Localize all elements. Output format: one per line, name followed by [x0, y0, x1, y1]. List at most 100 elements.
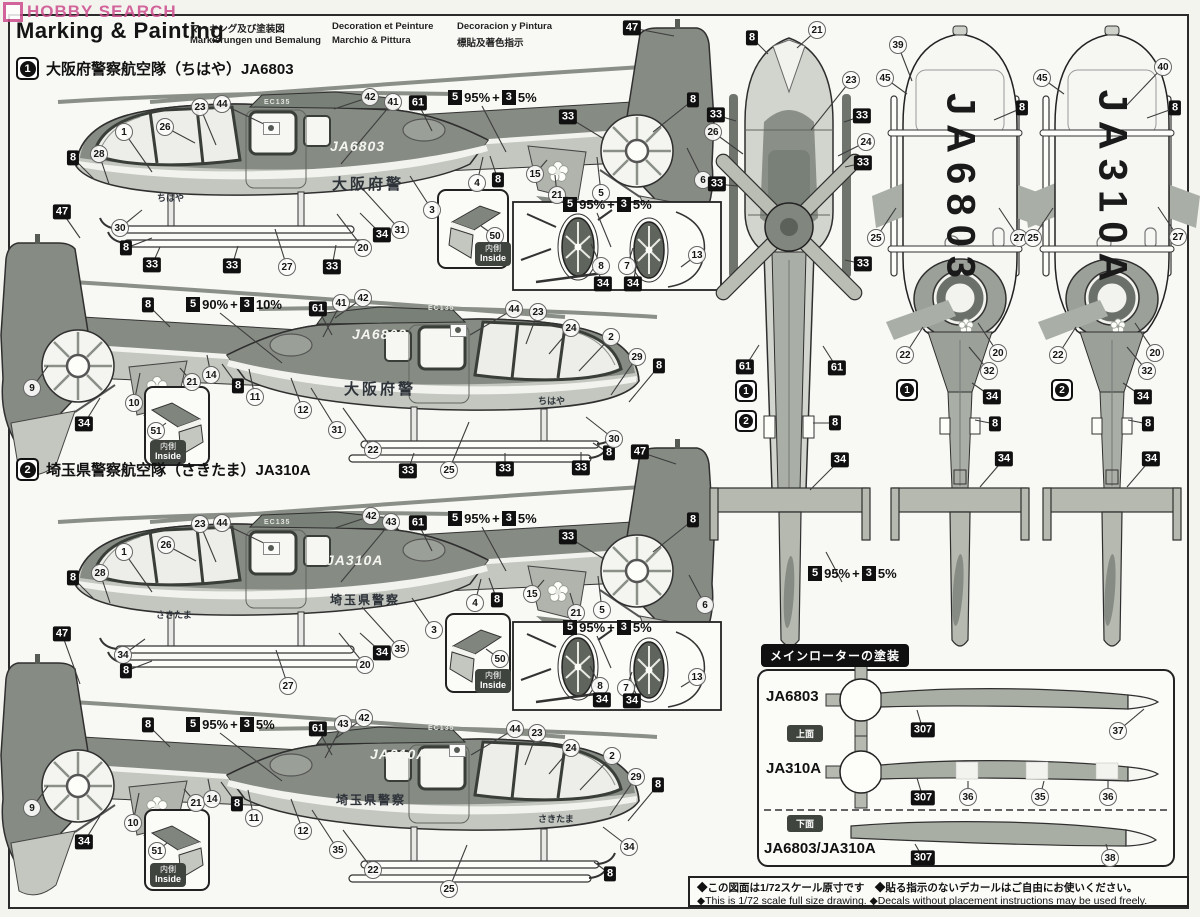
callout-34: 34: [994, 451, 1014, 467]
callout-2: 2: [602, 328, 620, 346]
paint-percent: 90%: [202, 297, 229, 313]
paint-percent: +: [230, 717, 238, 733]
callout-20: 20: [354, 239, 372, 257]
rotor-row-label: JA310A: [766, 760, 822, 777]
callout-34: 34: [74, 416, 94, 432]
callout-34: 34: [623, 276, 643, 292]
paint-number: 3: [239, 717, 254, 733]
callout-8: 8: [490, 592, 504, 608]
main-rotor-box: [757, 663, 1175, 867]
callout-12: 12: [294, 822, 312, 840]
callout-26: 26: [156, 118, 174, 136]
callout-34: 34: [74, 834, 94, 850]
callout-34: 34: [372, 645, 392, 661]
callout-15: 15: [523, 585, 541, 603]
callout-8: 8: [592, 257, 610, 275]
callout-14: 14: [203, 790, 221, 808]
view-marker-2: 2: [735, 410, 757, 432]
callout-35: 35: [391, 640, 409, 658]
section-2-marker: 2: [16, 458, 39, 481]
inside-badge-en: Inside: [479, 253, 506, 264]
callout-34: 34: [1133, 389, 1153, 405]
callout-26: 26: [157, 536, 175, 554]
unit-name: 大阪府警: [344, 381, 417, 398]
callout-47: 47: [622, 20, 642, 36]
registration: JA310A: [326, 552, 384, 568]
callout-23: 23: [191, 98, 209, 116]
subtitle-zh: 標貼及著色指示: [457, 38, 524, 49]
callout-33: 33: [558, 529, 578, 545]
footer-note-jp: ◆この図面は1/72スケール原寸です ◆貼る指示のないデカールはご自由にお使いく…: [697, 882, 1138, 894]
callout-15: 15: [526, 165, 544, 183]
callout-61: 61: [308, 301, 328, 317]
callout-3: 3: [423, 201, 441, 219]
callout-8: 8: [603, 866, 617, 882]
unit-name: 埼玉県警察: [336, 793, 407, 807]
paint-number: 3: [861, 566, 876, 582]
callout-35: 35: [329, 841, 347, 859]
callout-33: 33: [322, 259, 342, 275]
callout-36: 36: [1099, 788, 1117, 806]
callout-25: 25: [440, 880, 458, 898]
nose-name: さきたま: [156, 610, 192, 620]
callout-22: 22: [364, 441, 382, 459]
view-marker-1: 1: [735, 380, 757, 402]
callout-8: 8: [1015, 100, 1029, 116]
callout-45: 45: [876, 69, 894, 87]
callout-10: 10: [125, 394, 143, 412]
callout-8: 8: [828, 415, 842, 431]
callout-33: 33: [558, 109, 578, 125]
callout-11: 11: [245, 809, 263, 827]
callout-9: 9: [23, 379, 41, 397]
callout-33: 33: [853, 256, 873, 272]
callout-33: 33: [707, 176, 727, 192]
callout-6: 6: [696, 596, 714, 614]
callout-11: 11: [246, 388, 264, 406]
callout-7: 7: [618, 257, 636, 275]
fenestron-detail-box-1: [511, 200, 723, 292]
nose-name: ちはや: [538, 396, 566, 406]
callout-33: 33: [706, 107, 726, 123]
callout-31: 31: [391, 221, 409, 239]
subtitle-it: Marchio & Pittura: [332, 35, 411, 46]
paint-percent: 5%: [517, 90, 537, 106]
paint-number: 3: [501, 511, 516, 527]
callout-34: 34: [830, 452, 850, 468]
paint-percent: 5%: [517, 511, 537, 527]
paint-percent: 5%: [255, 717, 275, 733]
callout-25: 25: [867, 229, 885, 247]
rotor-row-label: JA6803/JA310A: [764, 840, 876, 857]
paint-number: 5: [186, 297, 201, 313]
rotor-box-title: メインローターの塗装: [761, 644, 910, 667]
paint-number: 3: [616, 620, 631, 636]
callout-44: 44: [505, 300, 523, 318]
callout-4: 4: [466, 594, 484, 612]
bottom-surface-badge: 下面: [787, 815, 823, 832]
callout-20: 20: [989, 344, 1007, 362]
unit-name: 大阪府警: [332, 176, 405, 193]
callout-22: 22: [1049, 346, 1067, 364]
callout-23: 23: [842, 71, 860, 89]
paint-percent: 95%: [464, 90, 491, 106]
section-1-marker: 1: [16, 57, 39, 80]
nose-name: さきたま: [538, 814, 574, 824]
paint-percent: 95%: [579, 197, 606, 213]
top-view: [709, 37, 871, 647]
callout-8: 8: [686, 92, 700, 108]
paint-percent: +: [607, 197, 615, 213]
callout-32: 32: [980, 362, 998, 380]
callout-23: 23: [529, 303, 547, 321]
callout-22: 22: [364, 861, 382, 879]
callout-1: 1: [115, 543, 133, 561]
bottom-view-registration-ja6803: JA6803: [938, 92, 983, 288]
callout-13: 13: [688, 668, 706, 686]
callout-35: 35: [1031, 788, 1049, 806]
callout-44: 44: [213, 514, 231, 532]
model-code: EC135: [428, 305, 455, 312]
paint-number: 3: [616, 197, 631, 213]
callout-8: 8: [1141, 416, 1155, 432]
